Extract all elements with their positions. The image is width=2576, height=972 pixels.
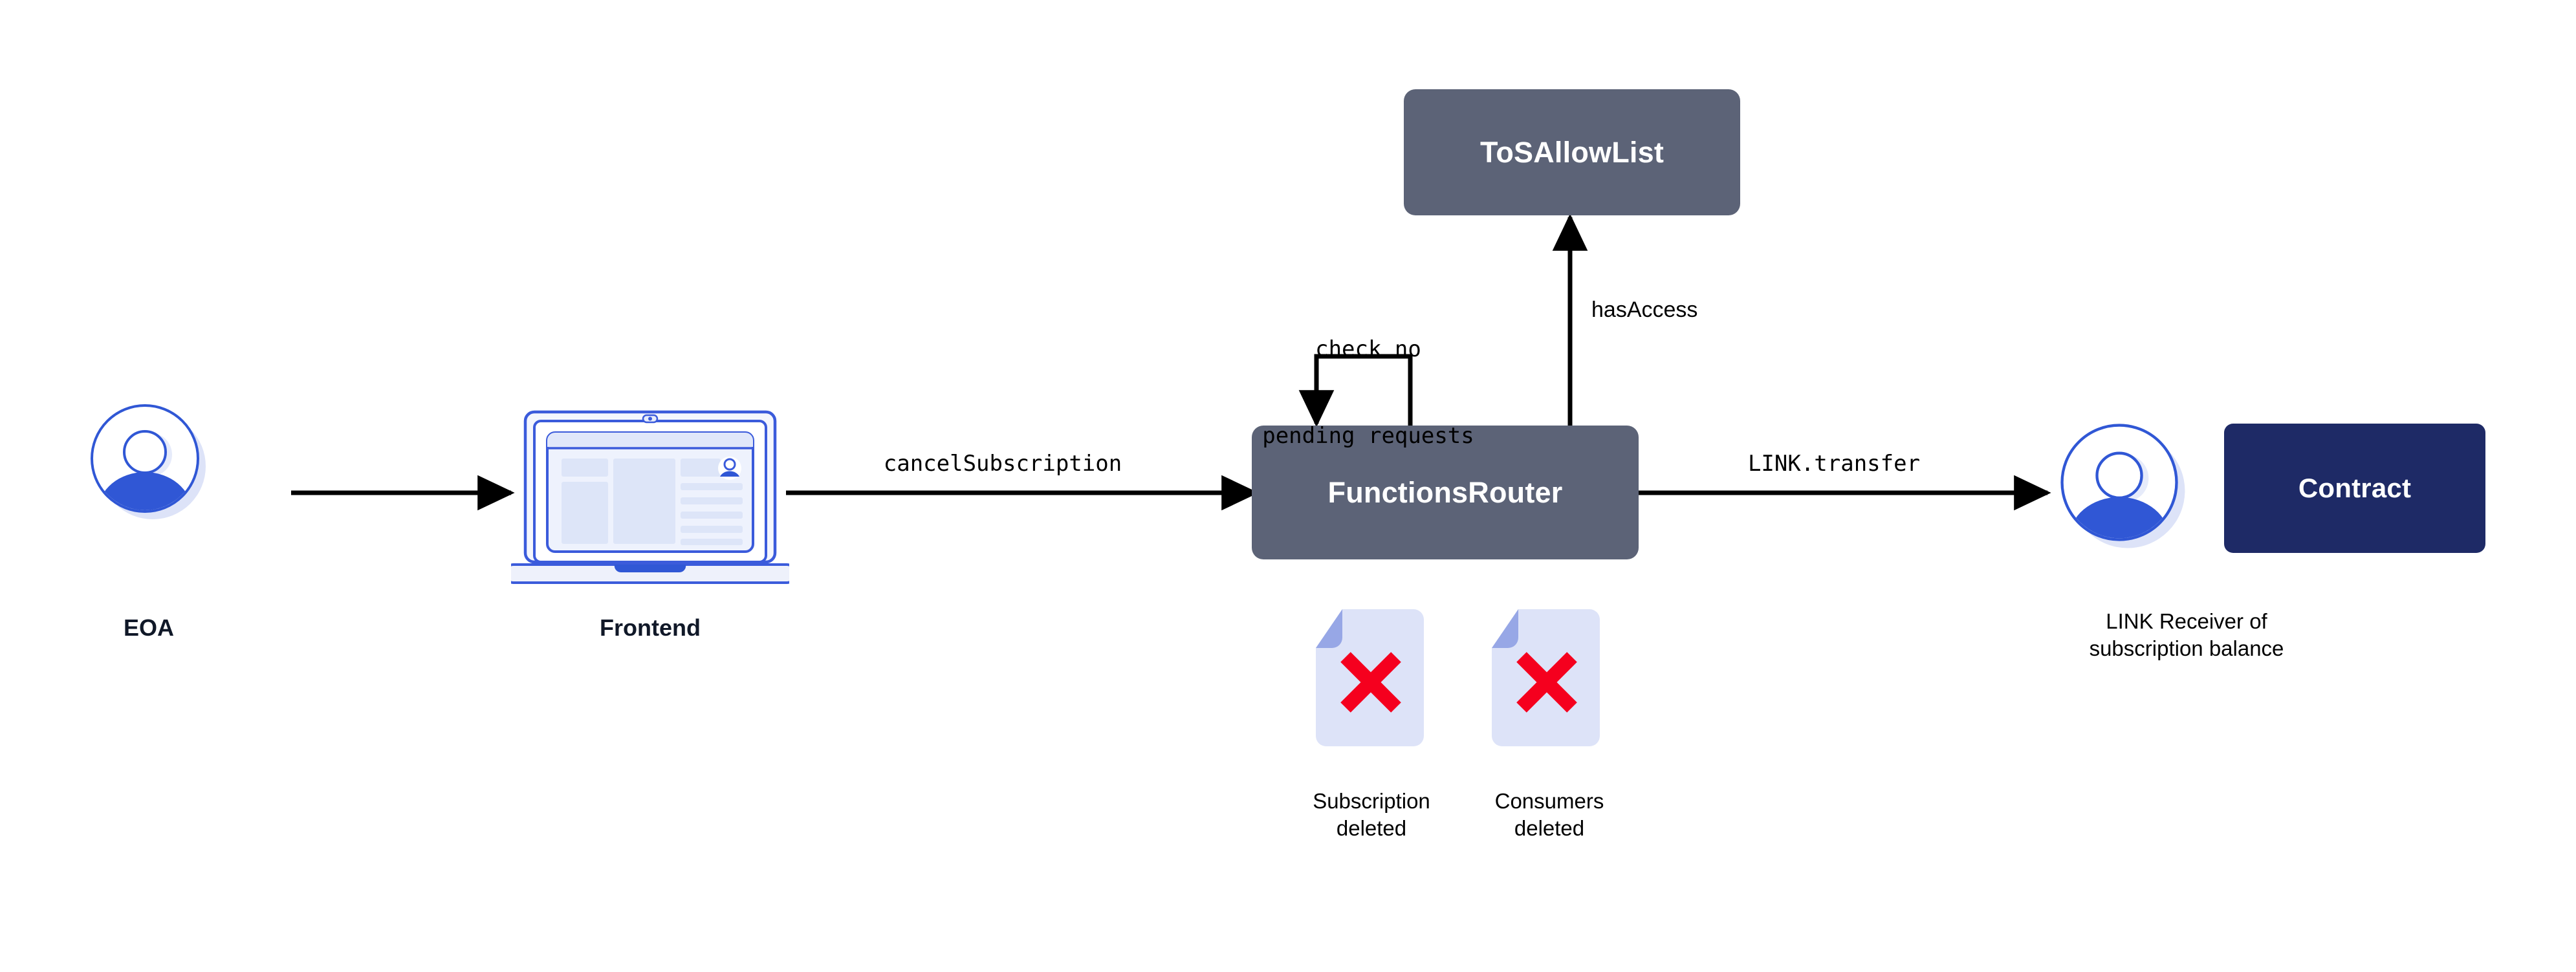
self-loop-label-line-1: check no (1315, 336, 1421, 362)
edge-label-link-transfer: LINK.transfer (1747, 451, 1921, 477)
node-functions-router[interactable]: FunctionsRouter (1252, 426, 1639, 559)
consumers-deleted-caption: Consumers deleted (1443, 788, 1656, 842)
link-receiver-avatar-icon (2060, 424, 2185, 548)
contract-label: Contract (2298, 473, 2412, 503)
subscription-deleted-line-1: Subscription (1313, 789, 1430, 813)
consumers-deleted-line-1: Consumers (1494, 789, 1604, 813)
document-deleted-icon-consumers (1492, 609, 1600, 746)
link-receiver-caption-line-1: LINK Receiver of (2106, 609, 2267, 633)
edge-label-has-access: hasAccess (1591, 297, 1698, 322)
self-loop-label-line-2: pending requests (1262, 423, 1474, 449)
edge-label-check-no-pending-requests: check no pending requests (1232, 277, 1504, 509)
functions-router-label: FunctionsRouter (1327, 475, 1563, 509)
laptop-browser-icon (511, 410, 789, 584)
subscription-deleted-line-2: deleted (1336, 816, 1407, 841)
link-receiver-caption: LINK Receiver of subscription balance (1992, 608, 2381, 662)
node-contract[interactable]: Contract (2224, 424, 2485, 553)
eoa-label: EOA (123, 614, 174, 641)
document-deleted-icon-subscription (1316, 609, 1424, 746)
link-receiver-caption-line-2: subscription balance (2089, 636, 2284, 661)
frontend-label: Frontend (600, 614, 701, 641)
subscription-deleted-caption: Subscription deleted (1265, 788, 1478, 842)
user-avatar-icon (91, 404, 206, 519)
node-tos-allow-list[interactable]: ToSAllowList (1404, 89, 1740, 215)
consumers-deleted-line-2: deleted (1514, 816, 1585, 841)
edge-label-cancel-subscription: cancelSubscription (883, 451, 1122, 477)
tos-allow-list-label: ToSAllowList (1479, 135, 1665, 169)
